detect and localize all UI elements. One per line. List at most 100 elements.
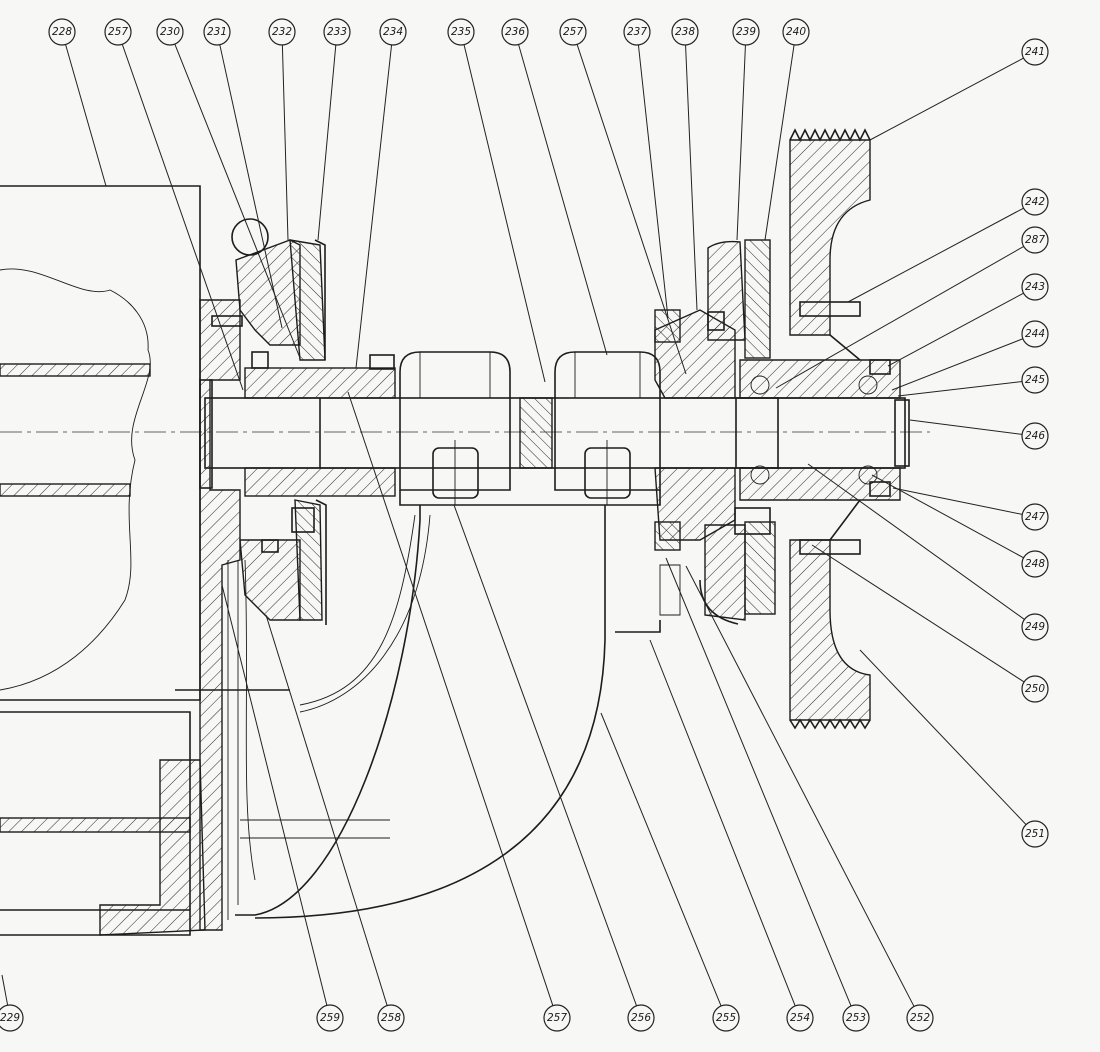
pulley — [739, 128, 901, 730]
callout-bubble-c230: 230 — [156, 18, 184, 46]
callout-bubble-c258: 258 — [377, 1004, 405, 1032]
callout-bubble-c257c: 257 — [543, 1004, 571, 1032]
callout-bubble-c287: 287 — [1021, 226, 1049, 254]
leader-line-c228 — [65, 44, 107, 187]
callout-label: 234 — [383, 26, 403, 38]
callout-label: 248 — [1025, 558, 1045, 570]
leader-line-c254 — [649, 639, 796, 1007]
callout-bubble-c255: 255 — [712, 1004, 740, 1032]
callout-label: 249 — [1025, 621, 1045, 633]
callout-label: 252 — [910, 1012, 930, 1024]
callout-bubble-c233: 233 — [323, 18, 351, 46]
callout-bubble-c243: 243 — [1021, 273, 1049, 301]
leader-line-c251 — [859, 649, 1027, 825]
leader-line-c258 — [265, 614, 388, 1006]
callout-bubble-c228: 228 — [48, 18, 76, 46]
leader-line-c247 — [892, 487, 1023, 515]
callout-label: 257 — [563, 26, 583, 38]
leader-line-c259 — [221, 584, 328, 1006]
callout-label: 251 — [1025, 828, 1045, 840]
callout-bubble-c237: 237 — [623, 18, 651, 46]
leader-line-c240 — [764, 44, 795, 241]
callout-label: 247 — [1025, 511, 1045, 523]
leader-line-c245 — [897, 381, 1023, 397]
leader-line-c231 — [219, 44, 283, 329]
leader-line-c257b — [576, 44, 687, 375]
leader-line-c252 — [685, 565, 915, 1007]
callout-label: 230 — [160, 26, 180, 38]
leader-line-c256 — [453, 504, 638, 1006]
callout-label: 257 — [547, 1012, 567, 1024]
callout-bubble-c251: 251 — [1021, 820, 1049, 848]
leader-line-c229 — [1, 974, 9, 1006]
part-callouts: 228 257 230 231 232 233 234 235 236 257 237 238 239 2… — [0, 18, 1049, 1032]
callout-label: 244 — [1025, 328, 1045, 340]
callout-bubble-c250: 250 — [1021, 675, 1049, 703]
callout-label: 231 — [207, 26, 227, 38]
callout-bubble-c249: 249 — [1021, 613, 1049, 641]
callout-bubble-c236: 236 — [501, 18, 529, 46]
leader-line-c235 — [463, 44, 546, 383]
leader-line-c249 — [807, 463, 1025, 620]
callout-label: 253 — [846, 1012, 866, 1024]
callout-bubble-c254: 254 — [786, 1004, 814, 1032]
pump-volute — [235, 505, 606, 919]
callout-bubble-c246: 246 — [1021, 422, 1049, 450]
callout-bubble-c259: 259 — [316, 1004, 344, 1032]
callout-bubble-c240: 240 — [782, 18, 810, 46]
leader-line-c244 — [891, 338, 1024, 391]
callout-label: 258 — [381, 1012, 401, 1024]
leader-line-c257c — [347, 391, 554, 1006]
callout-bubble-c239: 239 — [732, 18, 760, 46]
callout-label: 245 — [1025, 374, 1045, 386]
callout-label: 257 — [108, 26, 128, 38]
callout-label: 237 — [627, 26, 647, 38]
callout-bubble-c257a: 257 — [104, 18, 132, 46]
callout-label: 254 — [790, 1012, 810, 1024]
leader-line-c237 — [637, 44, 669, 319]
callout-bubble-c242: 242 — [1021, 188, 1049, 216]
callout-bubble-c241: 241 — [1021, 38, 1049, 66]
callout-label: 256 — [631, 1012, 651, 1024]
callout-label: 259 — [320, 1012, 340, 1024]
leader-line-c230 — [174, 43, 301, 359]
callout-bubble-c229: 229 — [0, 1004, 24, 1032]
callout-bubble-c256: 256 — [627, 1004, 655, 1032]
leader-line-c242 — [847, 207, 1024, 303]
callout-label: 235 — [451, 26, 471, 38]
leader-line-c232 — [281, 44, 289, 241]
leader-line-c257a — [121, 44, 244, 391]
callout-bubble-c234: 234 — [379, 18, 407, 46]
leader-line-c234 — [355, 44, 393, 369]
leader-line-c248 — [871, 474, 1024, 559]
callout-label: 255 — [716, 1012, 736, 1024]
callout-label: 240 — [786, 26, 806, 38]
callout-label: 232 — [272, 26, 292, 38]
leader-line-c236 — [518, 44, 608, 356]
leader-line-c255 — [600, 712, 722, 1007]
leader-line-c238 — [685, 44, 698, 311]
callout-bubble-c252: 252 — [906, 1004, 934, 1032]
callout-bubble-c244: 244 — [1021, 320, 1049, 348]
callout-bubble-c235: 235 — [447, 18, 475, 46]
callout-label: 239 — [736, 26, 756, 38]
motor-housing — [0, 185, 390, 936]
callout-bubble-c232: 232 — [268, 18, 296, 46]
callout-label: 246 — [1025, 430, 1045, 442]
leader-line-c250 — [811, 544, 1025, 683]
callout-bubble-c247: 247 — [1021, 503, 1049, 531]
callout-bubble-c248: 248 — [1021, 550, 1049, 578]
leader-line-c239 — [736, 44, 746, 241]
leader-line-c243 — [887, 292, 1024, 367]
callout-label: 238 — [675, 26, 695, 38]
callout-bubble-c253: 253 — [842, 1004, 870, 1032]
callout-label: 233 — [327, 26, 347, 38]
callout-bubble-c257b: 257 — [559, 18, 587, 46]
callout-bubble-c231: 231 — [203, 18, 231, 46]
callout-bubble-c238: 238 — [671, 18, 699, 46]
callout-label: 236 — [505, 26, 525, 38]
callout-label: 250 — [1025, 683, 1045, 695]
leader-line-c253 — [665, 557, 852, 1007]
callout-label: 228 — [52, 26, 72, 38]
